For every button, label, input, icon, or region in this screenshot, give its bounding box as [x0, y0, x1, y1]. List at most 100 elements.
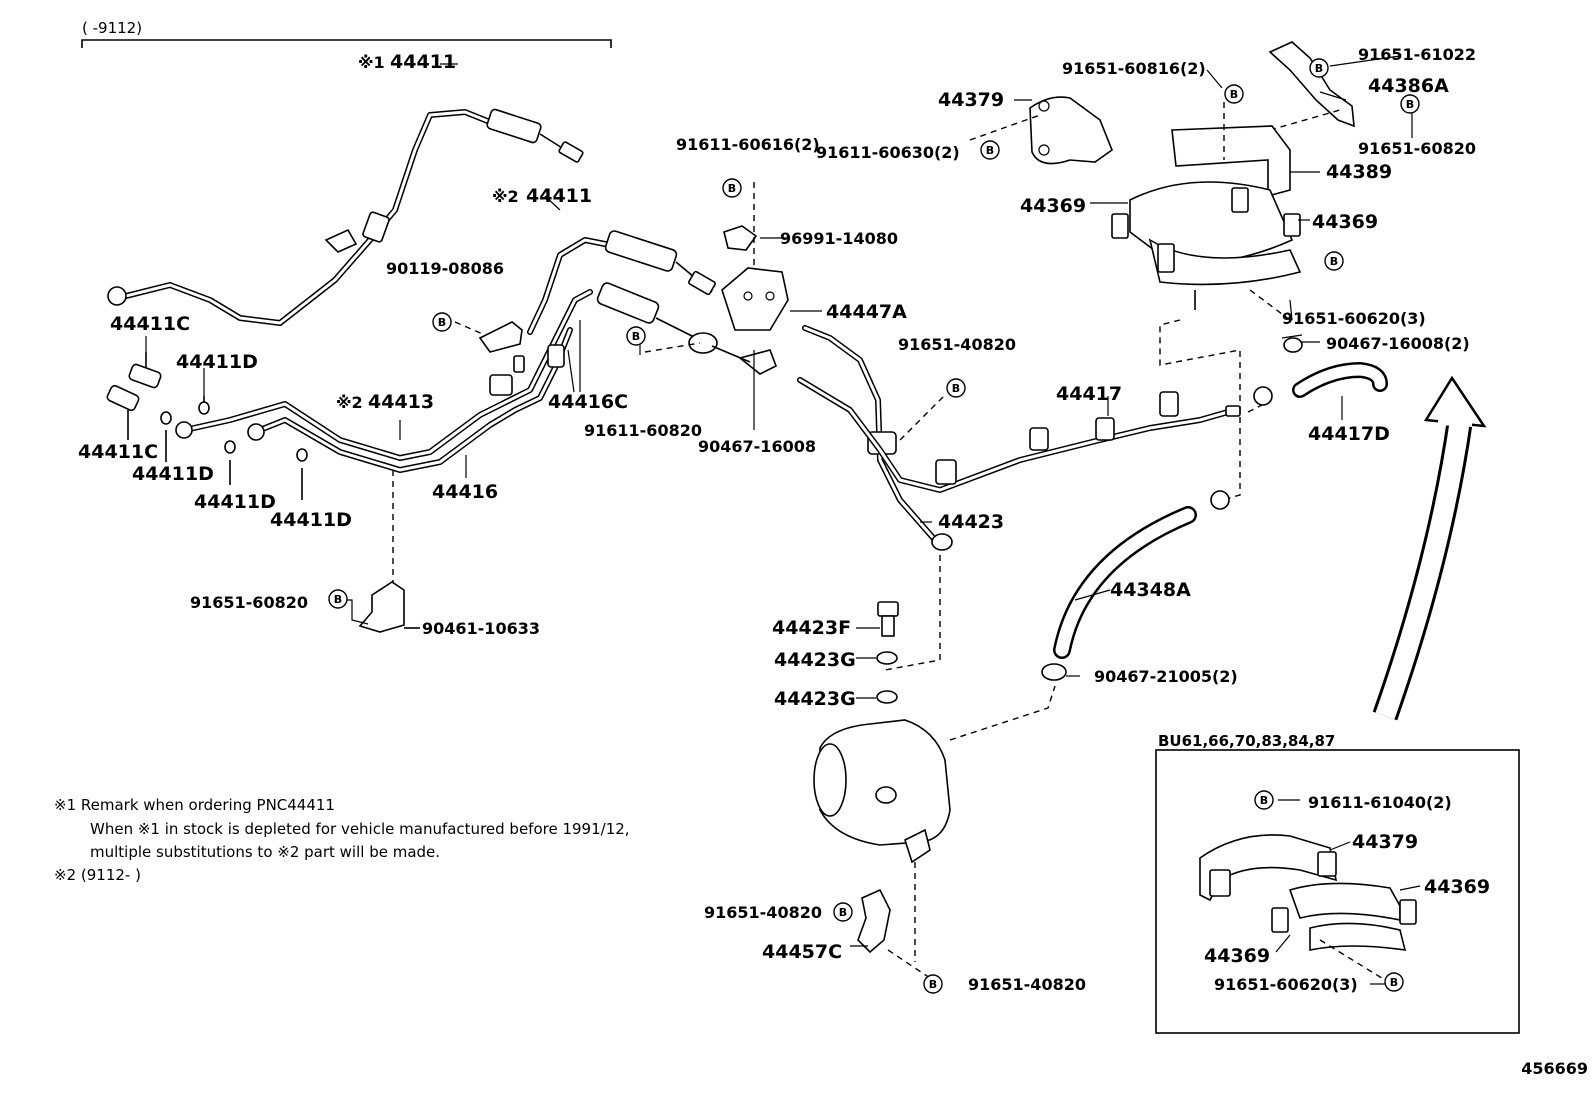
clamp-90467-16008-b: [1283, 337, 1303, 353]
tank-band-44369: [1111, 181, 1302, 321]
washer-44423g-b: [876, 690, 898, 704]
clip-96991-14080: [723, 182, 758, 270]
b-icon: B: [980, 140, 1000, 160]
bracket-44389: [1171, 102, 1291, 198]
direction-arrow: [1372, 375, 1487, 721]
b-icon: B: [946, 378, 966, 398]
label-44369-b: 44369: [1312, 211, 1378, 233]
fitting-44411c-a: [128, 352, 162, 389]
clip-44417-end: [1253, 386, 1273, 406]
svg-text:B: B: [1406, 98, 1414, 111]
label-44413: 44413: [368, 391, 434, 413]
svg-text:B: B: [986, 144, 994, 157]
pump-body: [813, 685, 1056, 962]
label-44411-mid: 44411: [526, 185, 592, 207]
washer-44423g-a: [876, 651, 898, 665]
note-line-4: ※2 (9112- ): [54, 866, 141, 884]
label-44423g-b: 44423G: [774, 688, 856, 710]
callout-2-mark-b: ※2: [336, 393, 363, 412]
b-icon: B: [722, 178, 742, 198]
inset-label-44369-a: 44369: [1424, 876, 1490, 898]
leader-lines: [145, 55, 1421, 985]
label-44447a: 44447A: [826, 301, 907, 323]
hose-44348a: [1041, 506, 1197, 681]
label-44416: 44416: [432, 481, 498, 503]
clamp-90467-21005: [1041, 663, 1067, 681]
label-91651-60820-b: 91651-60820: [1358, 139, 1476, 158]
bolt-symbols: B B B B B B B B B B B B B B: [328, 58, 1420, 994]
label-91611-60820: 91611-60820: [584, 421, 702, 440]
leader-91611-60820: [644, 342, 701, 353]
label-44386a: 44386A: [1368, 75, 1449, 97]
label-91651-40820-c: 91651-40820: [968, 975, 1086, 994]
leader-44423-bolt: [884, 555, 941, 671]
leader-91651-40820-a: [899, 394, 946, 441]
b-icon: B: [1324, 251, 1344, 271]
label-44411c-b: 44411C: [78, 441, 158, 463]
label-44411d-b: 44411D: [132, 463, 214, 485]
pipe-44413-44416: [175, 282, 701, 473]
bracket-44379: [969, 96, 1113, 165]
label-90467-16008-a: 90467-16008: [698, 437, 816, 456]
b-icon: B: [1384, 972, 1404, 992]
label-44417: 44417: [1056, 383, 1122, 405]
svg-text:B: B: [839, 906, 847, 919]
label-44411c-a: 44411C: [110, 313, 190, 335]
svg-text:B: B: [929, 978, 937, 991]
label-44416c: 44416C: [548, 391, 628, 413]
svg-text:B: B: [438, 316, 446, 329]
inset-label-44379: 44379: [1352, 831, 1418, 853]
washers-44411d: [160, 396, 308, 500]
label-91651-61022: 91651-61022: [1358, 45, 1476, 64]
clamp-90461-10633: [358, 470, 420, 633]
svg-text:B: B: [1330, 255, 1338, 268]
pipe-44411-upper: [107, 108, 584, 326]
inset-band-44369: [1271, 882, 1417, 981]
leader-clip: [1247, 404, 1263, 413]
remark-notes: ※1 Remark when ordering PNC44411 When ※1…: [54, 796, 630, 884]
label-91611-60630: 91611-60630(2): [816, 143, 960, 162]
b-icon: B: [1254, 790, 1274, 810]
callout-1-mark: ※1: [358, 53, 385, 72]
label-91651-60620: 91651-60620(3): [1282, 309, 1426, 328]
note-line-3: multiple substitutions to ※2 part will b…: [90, 843, 440, 861]
svg-text:B: B: [1390, 976, 1398, 989]
b-icon: B: [626, 326, 646, 346]
pipe-44411-mid: [527, 230, 716, 335]
label-44423g-a: 44423G: [774, 649, 856, 671]
inset-frame: [1155, 749, 1520, 1034]
svg-text:B: B: [728, 182, 736, 195]
b-icon: B: [328, 589, 348, 609]
svg-text:B: B: [1315, 62, 1323, 75]
bracket-44386a: [1268, 41, 1355, 131]
inset-bracket-44379: [1199, 834, 1338, 902]
label-90467-16008-b: 90467-16008(2): [1326, 334, 1470, 353]
clamp-90467-16008: [688, 332, 778, 375]
label-91611-60616: 91611-60616(2): [676, 135, 820, 154]
label-44379: 44379: [938, 89, 1004, 111]
label-44417d: 44417D: [1308, 423, 1390, 445]
note-line-1: ※1 Remark when ordering PNC44411: [54, 796, 335, 814]
label-90467-21005: 90467-21005(2): [1094, 667, 1238, 686]
label-90461-10633: 90461-10633: [422, 619, 540, 638]
clip-44417-mid: [1210, 490, 1230, 510]
inset-label-91611-61040: 91611-61040(2): [1308, 793, 1452, 812]
b-icon: B: [833, 902, 853, 922]
inset-title: BU61,66,70,83,84,87: [1158, 732, 1335, 750]
leader-loop: [1159, 319, 1241, 501]
label-44423: 44423: [938, 511, 1004, 533]
label-44389: 44389: [1326, 161, 1392, 183]
inset-label-44369-b: 44369: [1204, 945, 1270, 967]
svg-text:B: B: [632, 330, 640, 343]
svg-text:B: B: [952, 382, 960, 395]
label-44423f: 44423F: [772, 617, 851, 639]
label-44411d-d: 44411D: [270, 509, 352, 531]
hose-44417: [797, 377, 1241, 493]
b-icon: B: [1224, 84, 1244, 104]
label-91651-40820-b: 91651-40820: [704, 903, 822, 922]
label-44369-a: 44369: [1020, 195, 1086, 217]
label-91651-60820-a: 91651-60820: [190, 593, 308, 612]
bracket-44457c: [857, 888, 931, 979]
bracket-44447a: [721, 267, 789, 331]
